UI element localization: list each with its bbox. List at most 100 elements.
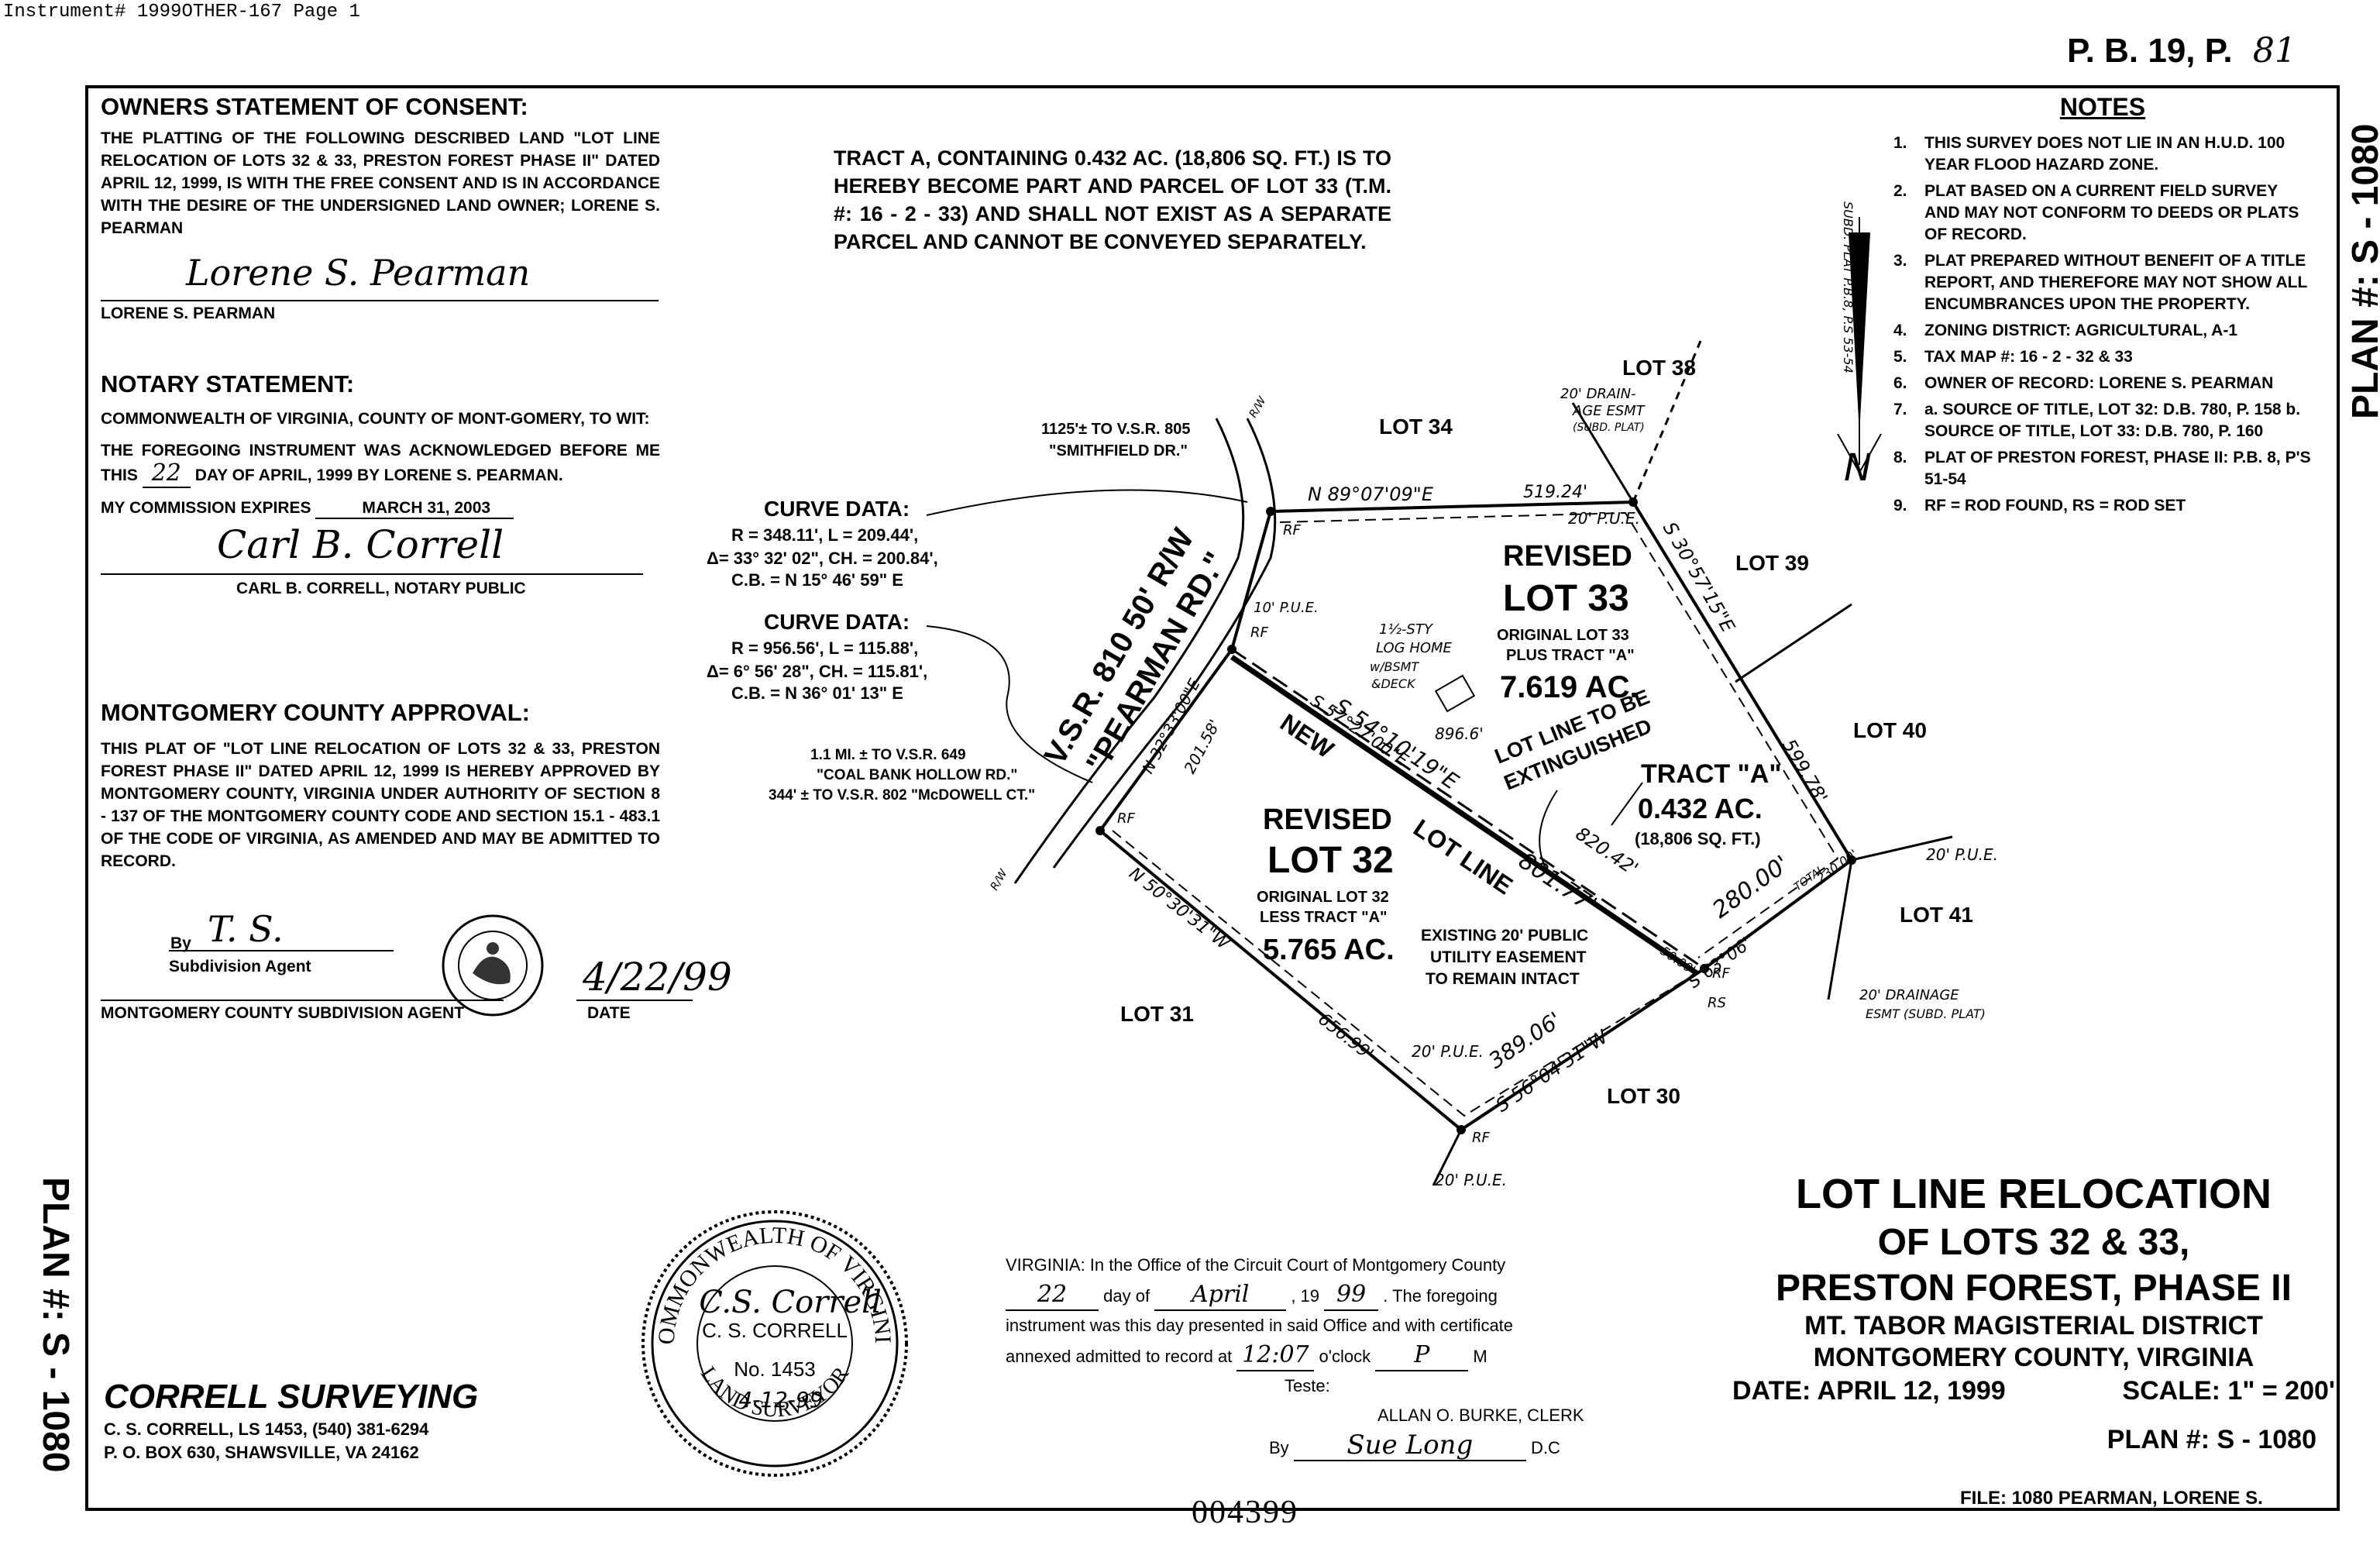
county-date-line	[576, 1000, 693, 1001]
note-text: a. SOURCE OF TITLE, LOT 32: D.B. 780, P.…	[1924, 401, 2301, 440]
note-number: 9.	[1893, 497, 1907, 514]
plat-book-label: P. B. 19, P.	[2067, 32, 2233, 70]
rf-label-1: RF	[1283, 522, 1302, 539]
title-plan-number: PLAN #: S - 1080	[2107, 1425, 2316, 1454]
new-lot-line	[1230, 655, 1698, 976]
rf-label-2: RF	[1250, 625, 1269, 641]
revised-lot33-number: LOT 33	[1503, 578, 1629, 619]
note-number: 3.	[1893, 252, 1907, 270]
lot38-line	[1571, 402, 1635, 503]
recording-certificate: VIRGINIA: In the Office of the Circuit C…	[1006, 1251, 1610, 1463]
pue-line-south	[1112, 830, 1690, 1117]
curve2-leader	[926, 625, 1093, 783]
note-text: PLAT BASED ON A CURRENT FIELD SURVEY AND…	[1924, 182, 2299, 243]
pearman-road-east-edge	[1052, 418, 1277, 869]
plat-scale: SCALE: 1" = 200'	[2122, 1376, 2335, 1406]
bearing-n50: N 50°30'31"W	[1125, 864, 1233, 955]
recording-teste: Teste:	[1285, 1376, 1330, 1395]
tract-a-sqft: (18,806 SQ. FT.)	[1635, 829, 1761, 848]
rw-label-1: R/W	[1247, 394, 1270, 420]
bearing-s54: S 54°10'19"E	[1329, 693, 1463, 794]
distance-201: 201.58'	[1180, 716, 1224, 776]
owners-statement: OWNERS STATEMENT OF CONSENT: THE PLATTIN…	[101, 93, 660, 323]
county-approval-text: THIS PLAT OF "LOT LINE RELOCATION OF LOT…	[101, 740, 660, 870]
plat-book-reference: P. B. 19, P. 81	[2067, 31, 2296, 71]
notary-signature: Carl B. Correll	[217, 522, 504, 567]
plat-date: DATE: APRIL 12, 1999	[1732, 1376, 2006, 1406]
house-footprint	[1434, 674, 1476, 713]
bearing-s30: S 30°57'15"E	[1659, 518, 1739, 637]
lot32-acreage: 5.765 AC.	[1263, 934, 1395, 966]
tract-a-label: TRACT "A"	[1641, 759, 1781, 789]
easement-line2: UTILITY EASEMENT	[1430, 948, 1587, 966]
owners-statement-title: OWNERS STATEMENT OF CONSENT:	[101, 93, 528, 120]
title-line5: MONTGOMERY COUNTY, VIRGINIA	[1813, 1343, 2254, 1372]
note-text: RF = ROD FOUND, RS = ROD SET	[1924, 497, 2186, 514]
new-lot-line-label-2: LOT LINE	[1408, 814, 1518, 900]
owner-signature-line: Lorene S. Pearman	[101, 244, 659, 301]
mcdowell-distance: 344' ± TO V.S.R. 802 "McDOWELL CT."	[769, 787, 1035, 803]
owners-statement-text: THE PLATTING OF THE FOLLOWING DESCRIBED …	[101, 129, 660, 237]
county-date-footer: DATE	[587, 1004, 631, 1022]
lot41-line	[1851, 835, 1953, 862]
extinguish-leader	[1611, 782, 1643, 826]
title-line4: MT. TABOR MAGISTERIAL DISTRICT	[1804, 1311, 2263, 1340]
north-label: N	[1844, 446, 1872, 490]
owner-name: LORENE S. PEARMAN	[101, 305, 276, 322]
plan-number-side-left: PLAN #: S - 1080	[35, 1177, 76, 1473]
title-line1: LOT LINE RELOCATION	[1796, 1171, 2272, 1217]
lot34-label: LOT 34	[1379, 415, 1453, 439]
lot38-drain-line	[1632, 340, 1702, 503]
notes-panel: NOTES 1.THIS SURVEY DOES NOT LIE IN AN H…	[1893, 93, 2312, 521]
county-approval-title: MONTGOMERY COUNTY APPROVAL:	[101, 699, 531, 726]
revised-lot33-label: REVISED	[1503, 540, 1632, 573]
county-approval: MONTGOMERY COUNTY APPROVAL: THIS PLAT OF…	[101, 699, 660, 872]
easement-line1: EXISTING 20' PUBLIC	[1421, 927, 1588, 945]
lot38-label: LOT 38	[1622, 356, 1696, 380]
lot33-original: ORIGINAL LOT 33	[1497, 627, 1629, 644]
surveyor-contact: C. S. CORRELL, LS 1453, (540) 381-6294	[104, 1419, 429, 1439]
note-number: 8.	[1893, 449, 1907, 466]
note-text: PLAT PREPARED WITHOUT BENEFIT OF A TITLE…	[1924, 252, 2307, 313]
recording-line3: instrument was this day presented in sai…	[1006, 1316, 1514, 1335]
county-agent-signature: T. S.	[208, 908, 284, 950]
house-label-1: 1½-STY	[1379, 621, 1434, 638]
lot33-plus-tract: PLUS TRACT "A"	[1506, 647, 1635, 664]
north-arrow-fill	[1849, 232, 1870, 434]
drain-esmt-4: 20' DRAINAGE	[1859, 987, 1959, 1003]
pue-line-north	[1279, 511, 1839, 958]
commission-expires-value: MARCH 31, 2003	[315, 499, 514, 519]
distance-820: 820.42'	[1572, 823, 1642, 880]
curve1-title: CURVE DATA:	[764, 497, 910, 521]
corner-rf-6	[1457, 1125, 1466, 1134]
north-arrow-tip	[1837, 433, 1882, 475]
note-item: 4.ZONING DISTRICT: AGRICULTURAL, A-1	[1893, 320, 2312, 342]
note-number: 5.	[1893, 348, 1907, 366]
note-number: 6.	[1893, 374, 1907, 392]
document-stamp-number: 004399	[1192, 1495, 1298, 1530]
surveyor-company: CORRELL SURVEYING	[104, 1378, 479, 1416]
subd-plat-reference: SUBD. PLAT P.B.8, P.S 53-54	[1841, 201, 1856, 373]
note-text: ZONING DISTRICT: AGRICULTURAL, A-1	[1924, 322, 2238, 339]
county-signature-line	[169, 950, 394, 951]
subdivision-agent-label: Subdivision Agent	[169, 958, 311, 976]
tracta-leader	[1539, 790, 1558, 876]
notary-acknowledgement: THE FOREGOING INSTRUMENT WAS ACKNOWLEDGE…	[101, 442, 660, 488]
surveyor-seal: COMMONWEALTH OF VIRGINIA LAND SURVEYOR C…	[635, 1204, 908, 1477]
corner-rf-2	[1227, 645, 1236, 654]
title-line3: PRESTON FOREST, PHASE II	[1776, 1268, 2292, 1309]
curve2-line3: C.B. = N 36° 01' 13" E	[731, 683, 903, 703]
title-block: LOT LINE RELOCATION OF LOTS 32 & 33, PRE…	[1728, 1170, 2340, 1455]
seal-signature: C.S. Correll	[699, 1285, 882, 1320]
distance-801: 801.77'	[1514, 848, 1601, 919]
recording-time-handwritten: 12:07	[1236, 1340, 1315, 1371]
pue-label-4: 20' P.U.E.	[1435, 1171, 1507, 1189]
curve1-line2: Δ= 33° 32' 02", CH. = 200.84',	[707, 549, 938, 568]
curve2-title: CURVE DATA:	[764, 610, 910, 634]
note-item: 8.PLAT OF PRESTON FOREST, PHASE II: P.B.…	[1893, 447, 2312, 490]
county-approval-date-handwritten: 4/22/99	[583, 955, 732, 1000]
distance-519: 519.24'	[1523, 483, 1587, 502]
note-item: 7.a. SOURCE OF TITLE, LOT 32: D.B. 780, …	[1893, 399, 2312, 442]
lot41-label: LOT 41	[1900, 903, 1973, 927]
